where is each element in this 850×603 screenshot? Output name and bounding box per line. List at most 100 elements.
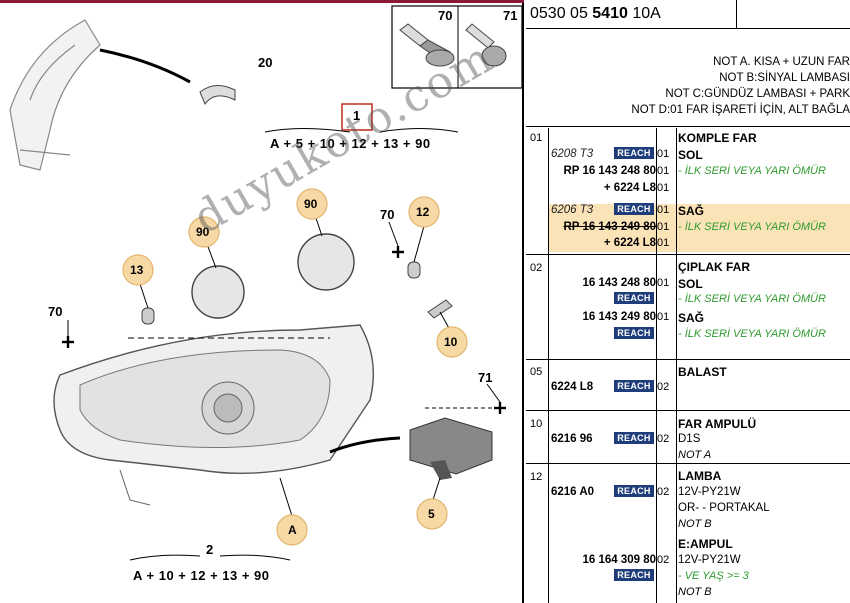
selected-row-highlight: [548, 204, 850, 252]
notes-block: NOT A. KISA + UZUN FAR NOT B:SİNYAL LAMB…: [526, 28, 850, 127]
formula-assembly-2: A + 10 + 12 + 13 + 90: [133, 568, 270, 583]
reach-badge: REACH: [614, 292, 654, 304]
part-note: - İLK SERİ VEYA YARI ÖMÜR: [678, 165, 826, 177]
exploded-diagram: 70 71 20 1 90 90 70 12 13 70 10 71 5 A 2…: [0, 0, 524, 603]
part-code[interactable]: + 6224 L8: [603, 182, 656, 194]
reach-badge: REACH: [614, 380, 654, 392]
part-code[interactable]: 16 143 249 80: [582, 311, 656, 323]
note-d: NOT D:01 FAR İŞARETİ İÇİN, ALT BAĞLA: [631, 104, 850, 116]
part-code[interactable]: 6224 L8: [551, 381, 594, 393]
ref-suffix: 10A: [627, 5, 661, 22]
part-qty: 01: [657, 237, 670, 249]
part-note: NOT B: [678, 586, 712, 598]
callout-2[interactable]: 2: [206, 542, 214, 557]
part-qty: 01: [657, 311, 670, 323]
formula-assembly-1: A + 5 + 10 + 12 + 13 + 90: [270, 136, 431, 151]
part-title: ÇIPLAK FAR: [678, 260, 750, 274]
reach-badge: REACH: [614, 327, 654, 339]
part-title: KOMPLE FAR: [678, 131, 757, 145]
part-code[interactable]: RP 16 143 248 80: [563, 165, 656, 177]
part-qty: 01: [657, 221, 670, 233]
part-code[interactable]: 6206 T3: [551, 204, 594, 216]
reference-header: 0530 05 5410 10A: [526, 0, 850, 29]
col-line-3: [676, 128, 677, 603]
part-desc: D1S: [678, 433, 701, 445]
reach-badge: REACH: [614, 432, 654, 444]
reach-badge: REACH: [614, 485, 654, 497]
part-title: E:AMPUL: [678, 537, 733, 551]
part-side: SOL: [678, 148, 703, 162]
part-code[interactable]: + 6224 L8: [603, 237, 656, 249]
ballast-5-drawing: [409, 417, 493, 480]
callout-12[interactable]: 12: [416, 205, 430, 219]
part-qty: 02: [657, 433, 670, 445]
note-c: NOT C:GÜNDÜZ LAMBASI + PARK: [665, 88, 850, 100]
part-side: SOL: [678, 277, 703, 291]
callout-1[interactable]: 1: [353, 108, 361, 123]
row-pos: 01: [530, 132, 543, 144]
part-side: SAĞ: [678, 311, 705, 325]
part-qty: 01: [657, 148, 670, 160]
screw-71-drawing: [465, 23, 507, 67]
callout-13[interactable]: 13: [130, 263, 144, 277]
part-code[interactable]: 6208 T3: [551, 148, 594, 160]
row-separator: [526, 254, 850, 255]
callout-1-box: [341, 103, 373, 131]
bulb-13-drawing: [141, 307, 155, 325]
leader-20: [99, 48, 191, 84]
part-note: - İLK SERİ VEYA YARI ÖMÜR: [678, 293, 826, 305]
part-desc: 12V-PY21W: [678, 554, 741, 566]
callout-70-left[interactable]: 70: [48, 304, 63, 319]
callout-20[interactable]: 20: [258, 55, 273, 70]
diagram-drawing: [9, 5, 522, 561]
reach-badge: REACH: [614, 147, 654, 159]
callout-70-right[interactable]: 70: [380, 207, 395, 222]
part-code[interactable]: RP 16 143 249 80: [563, 221, 656, 233]
callout-71-right[interactable]: 71: [478, 370, 493, 385]
callout-70-inset[interactable]: 70: [438, 8, 453, 23]
part-code[interactable]: 6216 96: [551, 433, 593, 445]
part-note: - VE YAŞ >= 3: [678, 570, 749, 582]
bolt-70-drawing: [399, 23, 455, 67]
reach-badge: REACH: [614, 203, 654, 215]
part-qty: 01: [657, 277, 670, 289]
reach-badge: REACH: [614, 569, 654, 581]
part-note[interactable]: - İLK SERİ VEYA YARI ÖMÜR: [678, 221, 826, 233]
part-note: NOT B: [678, 518, 712, 530]
callout-90-right[interactable]: 90: [304, 197, 318, 211]
part-qty: 02: [657, 486, 670, 498]
part-code[interactable]: 6216 A0: [551, 486, 595, 498]
parts-table-pane: 0530 05 5410 10A NOT A. KISA + UZUN FAR …: [526, 0, 850, 603]
row-pos: 12: [530, 471, 543, 483]
part-code[interactable]: 16 143 248 80: [582, 277, 656, 289]
bulb-12-drawing: [407, 261, 421, 279]
diagram-top-bar: [0, 0, 524, 3]
row-separator: [526, 359, 850, 360]
col-line-1: [548, 128, 549, 603]
part-note: NOT A: [678, 449, 712, 461]
clip-20-drawing: [199, 85, 236, 106]
row-pos: 02: [530, 262, 543, 274]
callout-71-inset[interactable]: 71: [503, 8, 518, 23]
row-separator: [526, 410, 850, 411]
ref-bold: 5410: [592, 5, 628, 22]
callout-A[interactable]: A: [288, 523, 297, 537]
callout-circles: [122, 188, 468, 546]
callout-10[interactable]: 10: [444, 335, 458, 349]
headlamp-topview-drawing: [9, 19, 101, 171]
part-note: - İLK SERİ VEYA YARI ÖMÜR: [678, 328, 826, 340]
part-title: FAR AMPULÜ: [678, 417, 757, 431]
row-separator: [526, 463, 850, 464]
part-qty: 01: [657, 204, 670, 216]
headlamp-main-drawing: [53, 324, 375, 506]
part-desc: OR- - PORTAKAL: [678, 502, 770, 514]
callout-5[interactable]: 5: [428, 507, 435, 521]
ref-prefix: 0530 05: [530, 5, 593, 22]
row-pos: 05: [530, 366, 543, 378]
part-side: SAĞ: [678, 204, 705, 218]
header-divider: [736, 0, 737, 28]
callout-90-left[interactable]: 90: [196, 225, 210, 239]
part-qty: 01: [657, 182, 670, 194]
part-code[interactable]: 16 164 309 80: [582, 554, 656, 566]
